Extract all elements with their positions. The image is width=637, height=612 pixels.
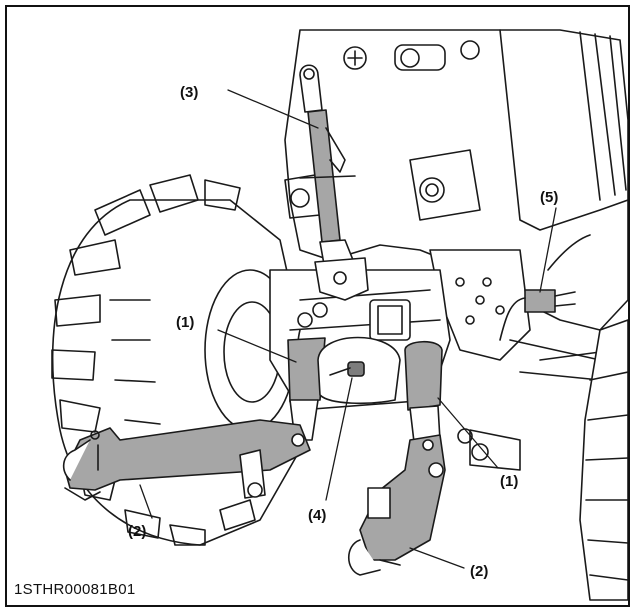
leader-2-left (139, 484, 153, 519)
leader-4 (325, 377, 353, 501)
callout-2-left: (2) (128, 523, 146, 540)
leader-3 (227, 89, 319, 129)
tractor-body (284, 29, 628, 471)
leader-1-right (437, 397, 499, 469)
leader-1-left (217, 329, 297, 363)
electrical-connector (499, 234, 591, 341)
callout-2-right: (2) (470, 563, 488, 580)
lift-arm-right (404, 340, 443, 443)
lower-link-right (347, 434, 446, 576)
leader-5 (539, 207, 557, 293)
top-link (299, 64, 369, 301)
callout-1-left: (1) (176, 314, 194, 331)
leader-lines (139, 89, 557, 569)
lower-link-left (62, 419, 311, 501)
callout-1-right: (1) (500, 473, 518, 490)
figure-code: 1STHR00081B01 (14, 581, 136, 598)
callout-5: (5) (540, 189, 558, 206)
leader-2-right (409, 547, 465, 569)
callout-3: (3) (180, 84, 198, 101)
pin-disc (317, 336, 401, 405)
right-tire (579, 319, 628, 601)
callout-4: (4) (308, 507, 326, 524)
